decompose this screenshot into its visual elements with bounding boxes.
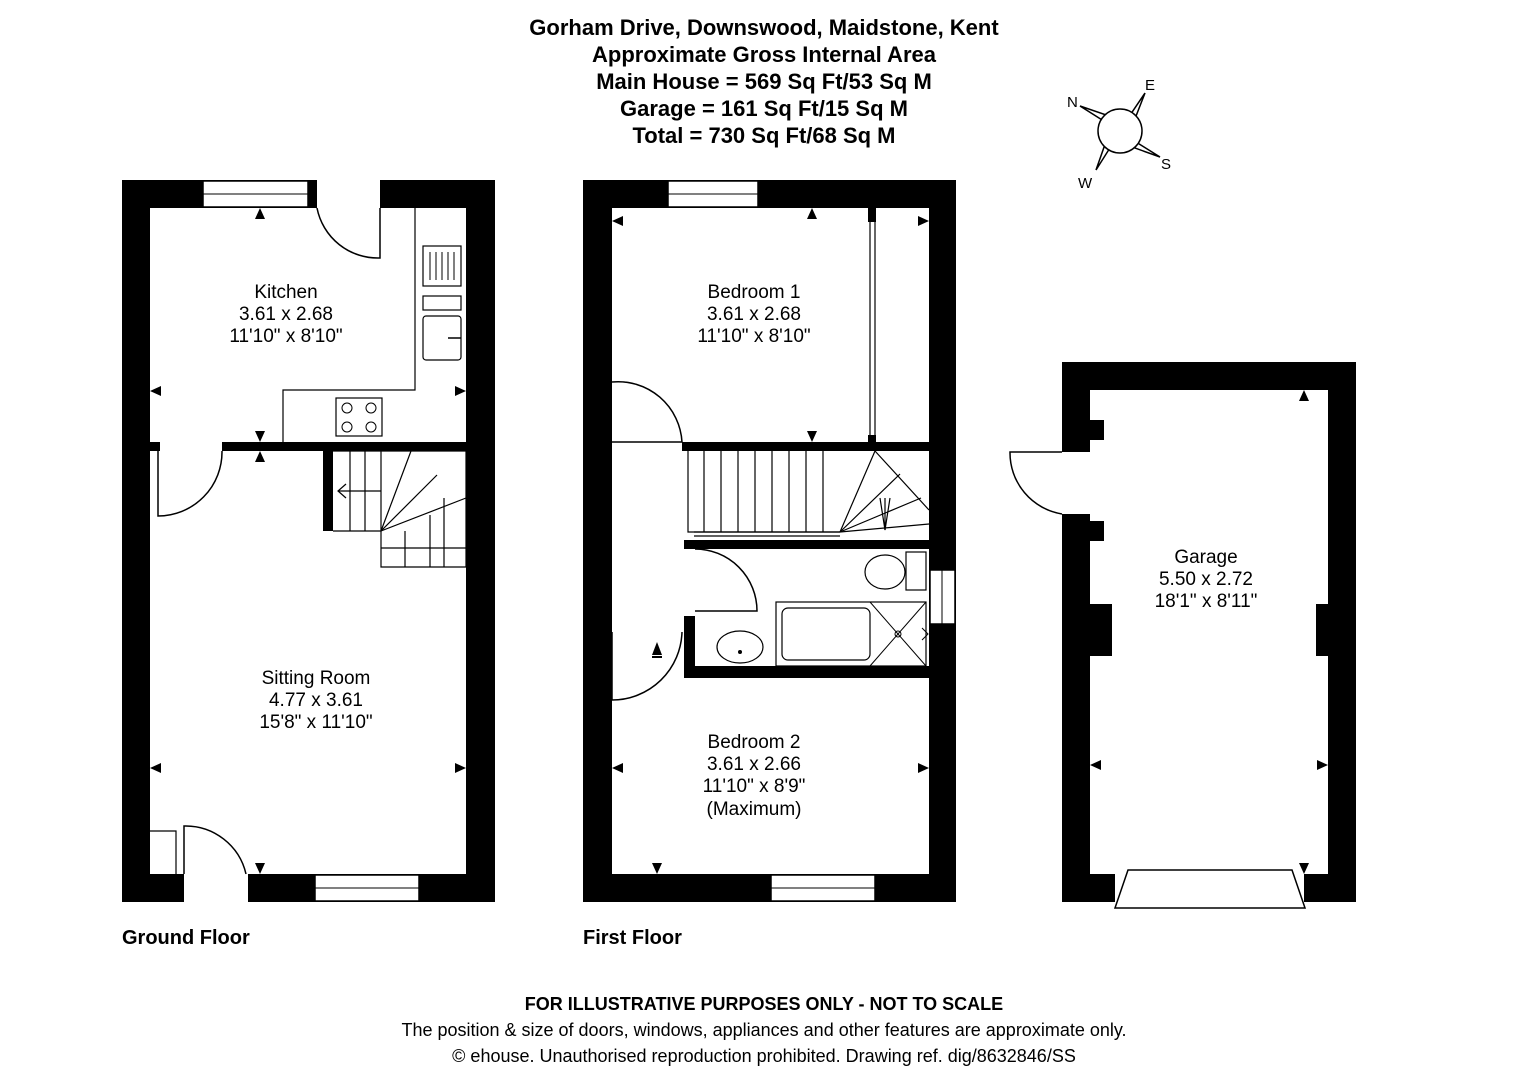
compass-n: N xyxy=(1067,94,1078,111)
bedroom2-metric: 3.61 x 2.66 xyxy=(707,754,801,775)
copyright: © ehouse. Unauthorised reproduction proh… xyxy=(452,1046,1076,1066)
ground-stairs xyxy=(323,450,467,568)
first-floor-label: First Floor xyxy=(583,927,682,949)
wall-south xyxy=(583,874,956,902)
bedroom1-imperial: 11'10" x 8'10" xyxy=(697,326,810,347)
ground-floor-plan xyxy=(122,180,495,902)
worktop xyxy=(282,208,416,442)
compass-rose xyxy=(1079,92,1161,171)
wall-west-b xyxy=(1062,514,1090,902)
garage-door xyxy=(1113,869,1307,909)
front-door xyxy=(183,825,247,875)
disclaimer: FOR ILLUSTRATIVE PURPOSES ONLY - NOT TO … xyxy=(524,994,1004,1014)
bedroom2-name: Bedroom 2 xyxy=(708,732,801,753)
address-title: Gorham Drive, Downswood, Maidstone, Kent xyxy=(529,15,999,40)
bathroom-wall-s xyxy=(684,666,929,678)
footer: FOR ILLUSTRATIVE PURPOSES ONLY - NOT TO … xyxy=(0,991,1528,1069)
wall-north xyxy=(1062,362,1356,390)
bedroom1-door xyxy=(611,380,683,443)
wall-north xyxy=(583,180,956,208)
wall-west xyxy=(583,180,612,902)
bedroom2-door xyxy=(611,631,683,701)
kitchen-metric: 3.61 x 2.68 xyxy=(239,304,333,325)
garage-imperial: 18'1" x 8'11" xyxy=(1155,591,1258,612)
bedroom1-wall xyxy=(682,442,929,451)
total-area: Total = 730 Sq Ft/68 Sq M xyxy=(632,123,896,148)
sitting-room-metric: 4.77 x 3.61 xyxy=(269,690,363,711)
compass-w: W xyxy=(1078,175,1093,192)
compass-e: E xyxy=(1145,77,1155,94)
wall-west xyxy=(122,180,150,902)
wall-north-b xyxy=(380,180,495,208)
wall-east xyxy=(466,180,495,902)
garage-plan xyxy=(1009,362,1356,909)
compass-s: S xyxy=(1161,156,1171,173)
bedroom2-imperial: 11'10" x 8'9" xyxy=(703,776,806,797)
garage-metric: 5.50 x 2.72 xyxy=(1159,569,1253,590)
bedroom1-metric: 3.61 x 2.68 xyxy=(707,304,801,325)
garage-area: Garage = 161 Sq Ft/15 Sq M xyxy=(620,96,908,121)
area-subtitle: Approximate Gross Internal Area xyxy=(592,42,936,67)
compass-circle xyxy=(1097,108,1143,154)
internal-door xyxy=(157,450,223,517)
sitting-room-imperial: 15'8" x 11'10" xyxy=(259,712,372,733)
ground-floor-label: Ground Floor xyxy=(122,927,250,949)
basin xyxy=(716,630,764,664)
sitting-room-name: Sitting Room xyxy=(262,668,371,689)
first-dimension-arrows xyxy=(612,208,929,874)
header: Gorham Drive, Downswood, Maidstone, Kent… xyxy=(0,14,1528,149)
bedroom2-note: (Maximum) xyxy=(707,799,802,820)
wall-west-a xyxy=(1062,362,1090,452)
first-floor-plan xyxy=(583,180,956,902)
kitchen-imperial: 11'10" x 8'10" xyxy=(229,326,342,347)
kitchen-door xyxy=(316,207,381,259)
garage-name: Garage xyxy=(1174,547,1237,568)
bathroom-wall-n xyxy=(684,540,929,549)
wall-east xyxy=(929,180,956,902)
main-house-area: Main House = 569 Sq Ft/53 Sq M xyxy=(596,69,932,94)
wall-south-a xyxy=(122,874,184,902)
first-stairs xyxy=(687,450,930,537)
bedroom1-name: Bedroom 1 xyxy=(708,282,801,303)
garage-dimension-arrows xyxy=(1090,390,1328,874)
approximation-note: The position & size of doors, windows, a… xyxy=(401,1020,1127,1040)
kitchen-name: Kitchen xyxy=(254,282,317,303)
room-labels: Kitchen 3.61 x 2.68 11'10" x 8'10" Sitti… xyxy=(229,282,1257,820)
wall-east xyxy=(1328,362,1356,902)
garage-side-door xyxy=(1009,451,1063,515)
toilet xyxy=(905,551,927,591)
bathroom-door xyxy=(694,548,758,612)
internal-wall xyxy=(222,442,466,451)
ground-dimension-arrows xyxy=(150,208,466,874)
